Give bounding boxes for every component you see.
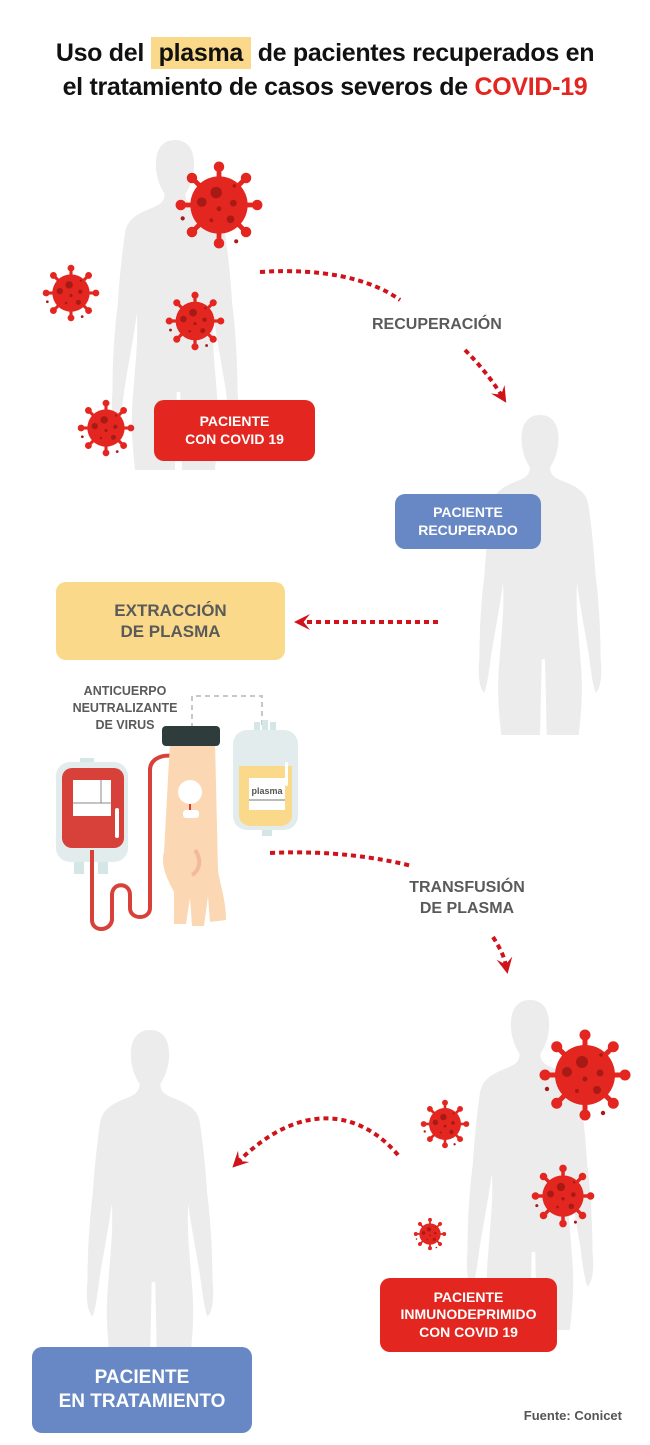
label-patient-immunocompromised: PACIENTE INMUNODEPRIMIDO CON COVID 19 bbox=[380, 1278, 557, 1352]
antibody-label: ANTICUERPO NEUTRALIZANTE DE VIRUS bbox=[60, 683, 190, 734]
title-part1: Uso del bbox=[55, 39, 145, 67]
label-line: PACIENTE bbox=[94, 1367, 190, 1389]
label-line: DE PLASMA bbox=[120, 622, 221, 641]
title-covid: COVID-19 bbox=[474, 73, 588, 101]
label-patient-recovered: PACIENTE RECUPERADO bbox=[395, 494, 541, 549]
page-title: Uso del plasma de pacientes recuperados … bbox=[0, 36, 650, 104]
plasma-bag-icon: plasma bbox=[233, 720, 298, 836]
transfusion-illustration: plasma bbox=[56, 695, 298, 931]
label-line: PACIENTE bbox=[433, 1288, 504, 1305]
blood-bag-icon bbox=[56, 758, 128, 874]
label-line: ANTICUERPO bbox=[83, 684, 167, 698]
step-line: TRANSFUSIÓN bbox=[409, 879, 525, 896]
label-line: NEUTRALIZANTE bbox=[72, 700, 178, 715]
label-patient-covid: PACIENTE CON COVID 19 bbox=[154, 400, 315, 461]
label-line: EN TRATAMIENTO bbox=[58, 1391, 226, 1412]
label-line: PACIENTE bbox=[199, 413, 270, 429]
title-line2: el tratamiento de casos severos de bbox=[62, 73, 469, 101]
step-recovery: RECUPERACIÓN bbox=[372, 316, 502, 333]
arm-icon bbox=[162, 726, 226, 926]
label-patient-treatment: PACIENTE EN TRATAMIENTO bbox=[32, 1347, 252, 1433]
plasma-bag-label: plasma bbox=[251, 786, 283, 796]
label-line: PACIENTE bbox=[433, 504, 503, 520]
label-line: EXTRACCIÓN bbox=[114, 600, 227, 620]
title-highlight-plasma: plasma bbox=[150, 37, 252, 69]
label-line: INMUNODEPRIMIDO bbox=[400, 1306, 537, 1323]
label-line: DE VIRUS bbox=[95, 717, 155, 732]
step-line: DE PLASMA bbox=[419, 899, 515, 917]
step-transfusion: TRANSFUSIÓN DE PLASMA bbox=[392, 878, 542, 920]
label-line: RECUPERADO bbox=[418, 521, 518, 538]
label-plasma-extraction: EXTRACCIÓN DE PLASMA bbox=[56, 582, 285, 660]
label-line: CON COVID 19 bbox=[419, 1323, 518, 1340]
label-line: CON COVID 19 bbox=[185, 430, 284, 447]
source-credit: Fuente: Conicet bbox=[523, 1408, 622, 1423]
title-part2: de pacientes recuperados en bbox=[257, 39, 595, 67]
